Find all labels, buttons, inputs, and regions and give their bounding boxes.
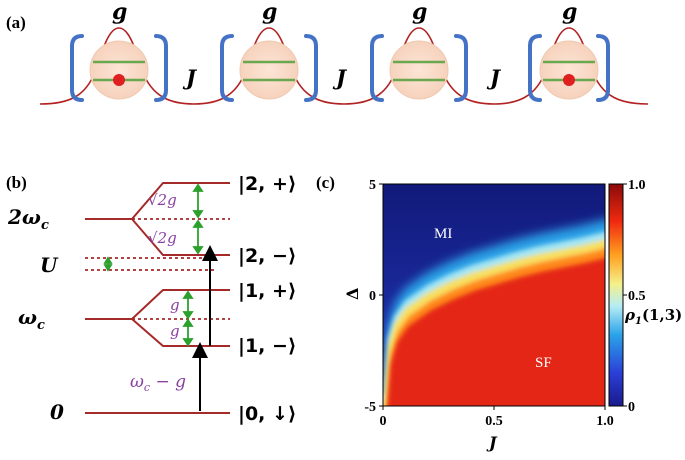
- atom-cloud: [539, 40, 599, 100]
- label-g-lower: g: [170, 322, 180, 340]
- level-1-fork: [85, 289, 230, 347]
- coupling-label: g: [562, 0, 577, 25]
- heatmap: [383, 184, 605, 406]
- label-2wc: 2ωc: [7, 205, 49, 233]
- atom-excitation: [563, 74, 575, 86]
- cavity-site-1: g: [70, 0, 168, 102]
- state-2-minus: |2, −⟩: [238, 245, 297, 267]
- bracket-right: [154, 34, 168, 102]
- cavity-site-2: g: [220, 0, 318, 102]
- sf-layer: [387, 258, 605, 406]
- x-axis-label: J: [486, 433, 498, 452]
- label-U: U: [40, 253, 59, 277]
- x-tick-label: 1.0: [596, 414, 614, 429]
- colorbar-ticks: 1.0 0.5 0: [623, 178, 646, 415]
- label-wc: ωc: [18, 305, 45, 333]
- sf-region: [387, 258, 605, 406]
- region-mi-label: MI: [434, 226, 452, 242]
- bracket-left: [70, 34, 84, 102]
- label-drive: ωc − g: [130, 372, 186, 394]
- bracket-right: [304, 34, 318, 102]
- panel-b-label: (b): [6, 173, 27, 192]
- atom-cloud: [389, 40, 449, 100]
- split-arrow-1-down-heads: [182, 318, 194, 347]
- state-1-minus: |1, −⟩: [238, 335, 297, 357]
- label-g-upper: g: [170, 296, 180, 314]
- coupling-label: g: [412, 0, 427, 25]
- x-tick-label: 0.5: [485, 414, 503, 429]
- panel-b: (b) 2ωc U ωc 0: [6, 173, 297, 425]
- bracket-right: [596, 34, 610, 102]
- y-tick-label: 0: [369, 289, 376, 304]
- bracket-left: [528, 34, 542, 102]
- atom-cloud: [239, 40, 299, 100]
- panel-c: (c) MI SF 0 0.5 1.0 5 0 -5 J Δ 1.0 0.5 0 ρ1(1,…: [316, 173, 682, 452]
- hopping-label-3: J: [486, 65, 502, 90]
- cavity-site-3: g: [370, 0, 468, 102]
- y-axis-ticks: 5 0 -5: [364, 178, 383, 415]
- region-sf-label: SF: [535, 355, 552, 371]
- split-arrow-2-down-heads: [192, 219, 204, 255]
- u-arrow-heads: [103, 256, 113, 272]
- label-sqrt2g-lower: √2g: [148, 229, 177, 247]
- state-1-plus: |1, +⟩: [238, 280, 297, 302]
- atom-cloud: [89, 40, 149, 100]
- label-zero: 0: [50, 400, 64, 424]
- hopping-label-1: J: [182, 65, 198, 90]
- atom-excitation: [113, 74, 125, 86]
- split-arrow-1-up-heads: [182, 290, 194, 320]
- bracket-left: [220, 34, 234, 102]
- coupling-label: g: [262, 0, 277, 25]
- y-tick-label: -5: [364, 400, 376, 415]
- colorbar-tick-label: 0: [628, 400, 635, 415]
- panel-c-label: (c): [316, 173, 335, 192]
- hopping-label-2: J: [332, 65, 348, 90]
- panel-a-label: (a): [6, 13, 26, 32]
- y-tick-label: 5: [369, 178, 376, 193]
- split-arrow-2-up-heads: [192, 183, 204, 219]
- bracket-right: [454, 34, 468, 102]
- green-arrows: [103, 183, 204, 347]
- state-0-down: |0, ↓⟩: [238, 403, 297, 425]
- colorbar: [608, 183, 624, 407]
- cavity-site-4: g: [528, 0, 610, 102]
- colorbar-tick-label: 1.0: [628, 178, 646, 193]
- y-axis-label: Δ: [343, 288, 362, 300]
- x-axis-ticks: 0 0.5 1.0: [380, 406, 614, 429]
- colorbar-label: ρ1(1,3): [624, 306, 682, 327]
- bracket-left: [370, 34, 384, 102]
- x-tick-label: 0: [380, 414, 387, 429]
- label-sqrt2g-upper: √2g: [148, 191, 177, 209]
- coupling-label: g: [112, 0, 127, 25]
- panel-a: (a) g g g: [6, 0, 649, 105]
- state-2-plus: |2, +⟩: [238, 173, 297, 195]
- colorbar-tick-label: 0.5: [628, 289, 646, 304]
